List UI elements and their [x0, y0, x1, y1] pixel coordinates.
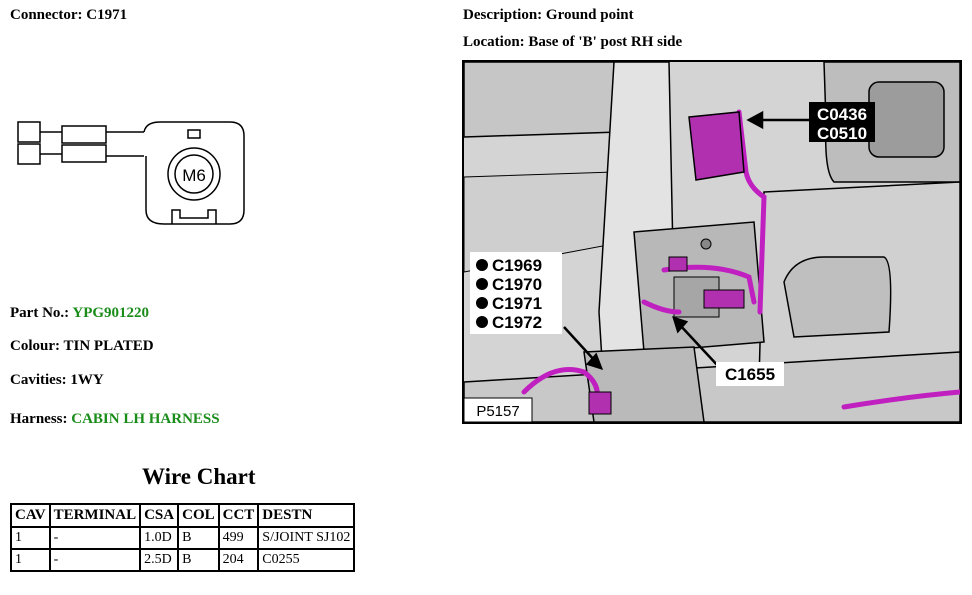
table-header-row: CAV TERMINAL CSA COL CCT DESTN: [10, 503, 356, 528]
harness-route: [521, 109, 960, 410]
table-row: 1 - 2.5D B 204 C0255: [10, 548, 356, 572]
cell-terminal: -: [48, 526, 142, 550]
bullet-icon: [476, 278, 488, 290]
cell-col: B: [177, 526, 220, 550]
part-no-link[interactable]: YPG901220: [72, 305, 150, 321]
harness-link[interactable]: CABIN LH HARNESS: [71, 411, 220, 427]
header-cav: CAV: [10, 503, 51, 528]
connector-label: Connector:: [10, 7, 83, 23]
harness-label: Harness:: [10, 411, 68, 427]
location-line: Location: Base of 'B' post RH side: [463, 34, 682, 51]
header-destn: DESTN: [257, 503, 356, 528]
callout-c0510: C0510: [817, 124, 867, 143]
cell-destn: S/JOINT SJ102: [257, 526, 356, 550]
callout-c1972: C1972: [492, 313, 542, 332]
location-illustration: C0436 C0510 C1969 C1970 C1971 C1972 C165…: [462, 60, 962, 424]
cell-cav: 1: [10, 526, 51, 550]
location-value: Base of 'B' post RH side: [528, 34, 683, 50]
header-cct: CCT: [217, 503, 260, 528]
description-value: Ground point: [545, 7, 634, 23]
cell-cct: 204: [217, 548, 260, 572]
part-no-line: Part No.: YPG901220: [10, 305, 149, 322]
part-no-label: Part No.:: [10, 305, 70, 321]
callout-c1655: C1655: [725, 365, 775, 384]
cell-col: B: [177, 548, 220, 572]
header-col: COL: [177, 503, 220, 528]
stud-label: M6: [182, 166, 206, 185]
connector-drawing: M6: [17, 121, 245, 225]
bullet-icon: [476, 316, 488, 328]
colour-value: TIN PLATED: [63, 338, 154, 354]
description-line: Description: Ground point: [463, 7, 634, 24]
header-csa: CSA: [139, 503, 180, 528]
table-row: 1 - 1.0D B 499 S/JOINT SJ102: [10, 526, 356, 550]
callout-c1969: C1969: [492, 256, 542, 275]
cell-cav: 1: [10, 548, 51, 572]
bullet-icon: [476, 259, 488, 271]
description-label: Description:: [463, 7, 543, 23]
cell-terminal: -: [48, 548, 142, 572]
header-terminal: TERMINAL: [48, 503, 142, 528]
connector-value: C1971: [86, 7, 128, 23]
cell-destn: C0255: [257, 548, 356, 572]
location-label: Location:: [463, 34, 525, 50]
connector-line: Connector: C1971: [10, 7, 127, 24]
cell-csa: 1.0D: [139, 526, 180, 550]
cavities-line: Cavities: 1WY: [10, 372, 104, 389]
harness-line: Harness: CABIN LH HARNESS: [10, 411, 220, 428]
wire-chart-table: CAV TERMINAL CSA COL CCT DESTN 1 - 1.0D …: [10, 503, 356, 572]
cavities-label: Cavities:: [10, 372, 67, 388]
cell-cct: 499: [217, 526, 260, 550]
cell-csa: 2.5D: [139, 548, 180, 572]
bullet-icon: [476, 297, 488, 309]
cavities-value: 1WY: [70, 372, 104, 388]
wire-chart-title: Wire Chart: [142, 464, 256, 489]
image-ref: P5157: [476, 403, 519, 420]
colour-label: Colour:: [10, 338, 60, 354]
colour-line: Colour: TIN PLATED: [10, 338, 154, 355]
callout-c1971: C1971: [492, 294, 542, 313]
callout-c0436: C0436: [817, 105, 867, 124]
callout-c1970: C1970: [492, 275, 542, 294]
